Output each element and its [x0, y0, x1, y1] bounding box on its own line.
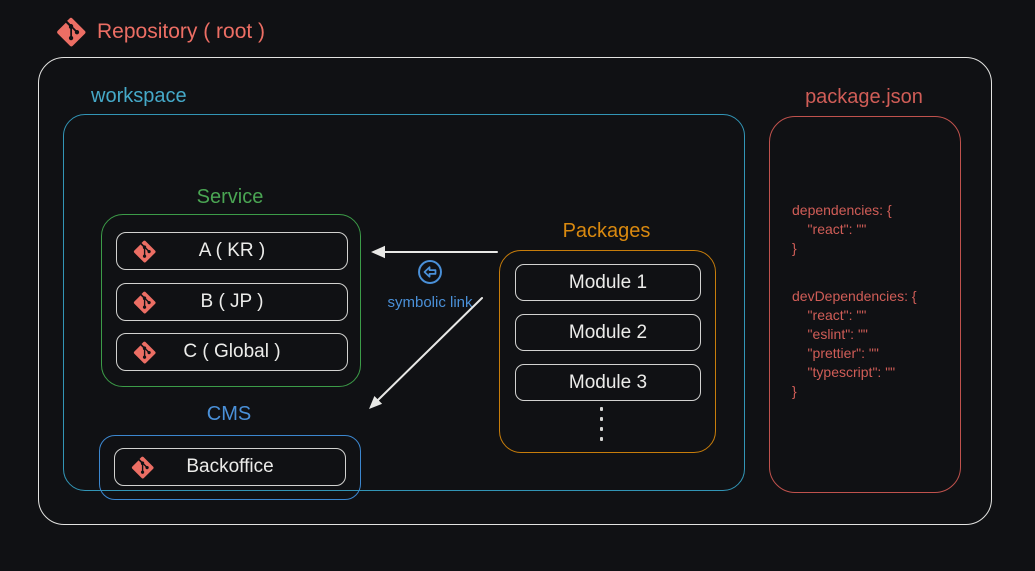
- ellipsis-dots: [600, 407, 603, 441]
- git-icon: [133, 291, 156, 314]
- dependencies-code: dependencies: { "react": "" }: [792, 202, 892, 256]
- git-icon: [56, 17, 86, 47]
- service-node-label: C ( Global ): [183, 341, 281, 362]
- module-label: Module 3: [568, 371, 648, 393]
- workspace-label: workspace: [91, 85, 187, 107]
- package-node-module-2: Module 2: [515, 314, 701, 351]
- service-node-b-jp: B ( JP ): [116, 283, 348, 321]
- module-label: Module 2: [568, 321, 648, 343]
- cms-node-label: Backoffice: [186, 456, 274, 477]
- repository-header: Repository ( root ): [56, 17, 265, 47]
- package-node-module-3: Module 3: [515, 364, 701, 401]
- service-frame: A ( KR ) B ( JP ) C ( Global ): [101, 214, 361, 387]
- service-node-c-global: C ( Global ): [116, 333, 348, 371]
- cms-node-backoffice: Backoffice: [114, 448, 346, 486]
- repository-root-frame: workspace Service A ( KR ) B ( JP ) C ( …: [38, 57, 992, 525]
- packages-label: Packages: [562, 220, 651, 242]
- dev-dependencies-code: devDependencies: { "react": "" "eslint":…: [792, 288, 917, 399]
- service-node-label: B ( JP ): [200, 291, 264, 312]
- git-icon: [133, 240, 156, 263]
- circle-arrow-left-icon: [416, 258, 444, 286]
- package-json-frame: dependencies: { "react": "" } devDepende…: [769, 116, 961, 493]
- workspace-frame: Service A ( KR ) B ( JP ) C ( Global ) C…: [63, 114, 745, 500]
- module-label: Module 1: [568, 271, 648, 293]
- git-icon: [133, 341, 156, 364]
- cms-frame: Backoffice: [99, 435, 361, 500]
- git-icon: [131, 456, 154, 479]
- service-label: Service: [196, 186, 264, 208]
- cms-label: CMS: [206, 403, 252, 425]
- package-node-module-1: Module 1: [515, 264, 701, 301]
- package-json-label: package.json: [805, 86, 923, 108]
- repository-title: Repository ( root ): [97, 20, 266, 43]
- service-node-a-kr: A ( KR ): [116, 232, 348, 270]
- packages-frame: Module 1 Module 2 Module 3: [499, 250, 716, 453]
- service-node-label: A ( KR ): [198, 240, 266, 261]
- symbolic-link-label: symbolic link: [387, 294, 473, 311]
